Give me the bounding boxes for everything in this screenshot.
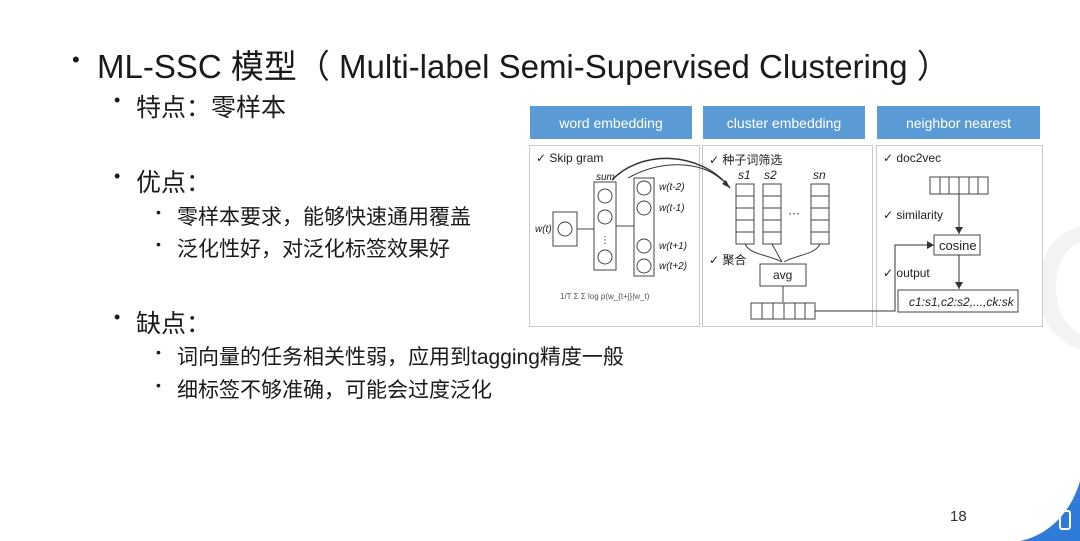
- bullet-icon: •: [114, 166, 121, 186]
- header-cluster-embedding: cluster embedding: [703, 106, 865, 139]
- seed-label: s2: [764, 168, 777, 182]
- svg-text:⋮: ⋮: [600, 235, 610, 246]
- slide-title: ML-SSC 模型（ Multi-label Semi-Supervised C…: [97, 48, 950, 85]
- output-word-label: w(t-2): [659, 182, 685, 193]
- similarity-label: ✓ similarity: [883, 208, 944, 222]
- bullet-icon: •: [156, 377, 161, 393]
- cons-item: 细标签不够准确，可能会过度泛化: [177, 379, 492, 402]
- header-neighbor-nearest: neighbor nearest: [877, 106, 1040, 139]
- output-word-label: w(t+2): [659, 261, 688, 272]
- merge-label: ✓ 聚合: [709, 253, 747, 267]
- page-number: 18: [950, 508, 967, 525]
- pros-item: 零样本要求，能够快速通用覆盖: [177, 206, 471, 229]
- seed-label: s1: [738, 168, 751, 182]
- bullet-icon: •: [156, 236, 161, 252]
- skip-gram-label: ✓ Skip gram: [536, 151, 604, 165]
- pros-item: 泛化性好，对泛化标签效果好: [177, 238, 450, 261]
- header-word-embedding: word embedding: [530, 106, 692, 139]
- cons-item: 词向量的任务相关性弱，应用到tagging精度一般: [177, 346, 624, 369]
- ellipsis-label: ···: [788, 206, 800, 220]
- cosine-label: cosine: [939, 238, 977, 253]
- corner-logo-icon: [1020, 481, 1080, 541]
- cons-label: 缺点：: [136, 310, 212, 338]
- input-word-label: w(t): [535, 224, 552, 235]
- bullet-icon: •: [72, 47, 80, 72]
- seed-label: sn: [813, 168, 826, 182]
- objective-formula: 1/T Σ Σ log p(w_{t+j}|w_t): [560, 292, 650, 301]
- panel-cluster-embedding: [702, 145, 873, 327]
- bullet-icon: •: [114, 307, 121, 327]
- features-label: 特点：零样本: [136, 94, 287, 122]
- pros-label: 优点：: [136, 169, 212, 197]
- bullet-icon: •: [114, 90, 121, 110]
- doc2vec-label: ✓ doc2vec: [883, 151, 942, 165]
- output-word-label: w(t+1): [659, 241, 688, 252]
- sum-label: sum: [596, 172, 615, 183]
- bullet-icon: •: [156, 204, 161, 220]
- cosine-box: [933, 234, 981, 256]
- result-label: c1:s1,c2:s2,...,ck:sk: [909, 295, 1014, 309]
- bullet-icon: •: [156, 344, 161, 360]
- output-word-label: w(t-1): [659, 203, 685, 214]
- result-box: [897, 289, 1019, 313]
- output-label: ✓ output: [883, 266, 930, 280]
- avg-label: avg: [773, 268, 793, 282]
- seed-filter-label: ✓ 种子词筛选: [709, 153, 783, 167]
